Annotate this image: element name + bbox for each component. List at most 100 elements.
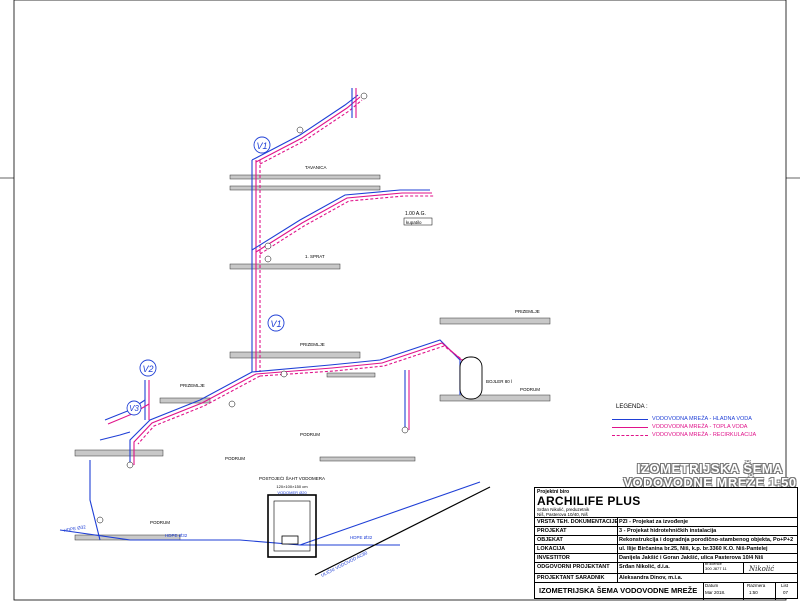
tb-key-investitor: INVESTITOR [537, 555, 570, 561]
sheet-title-line1: IZOMETRIJSKA ŠEMA [637, 461, 783, 476]
boiler-label: BOJLER 80 l [486, 379, 512, 384]
label-podrum-d: PODRUM [300, 432, 320, 437]
riser-label-v3: V3 [129, 404, 139, 413]
tb-val-vrsta: PZI - Projekat za izvođenje [619, 519, 689, 525]
riser-marker-v3: V3 [126, 400, 142, 416]
biro-sub2: Niš, Pasterova 10/40, Niš [537, 512, 588, 517]
label-tavan: TAVANICA [305, 165, 327, 170]
boiler-tank [459, 356, 483, 400]
tb-row-drawing: IZOMETRIJSKA ŠEMA VODOVODNE MREŽE Datum … [535, 582, 797, 600]
biro-label: Projektni biro [537, 489, 570, 495]
tb-signature: Nikolić [749, 565, 775, 573]
slab-tavan [229, 174, 381, 180]
slab-sprat [229, 263, 341, 270]
slab-prizemlje-small [326, 372, 376, 378]
street-main [314, 486, 491, 576]
biro-sub1: Srđan Nikolić, preduzetnik [537, 507, 590, 512]
sheet-title-line2: VODOVODNE MREŽE 1:50 [623, 475, 797, 490]
legend-heading: LEGENDA : [616, 404, 648, 410]
label-sprat: 1. SPRAT [305, 254, 325, 259]
branch-top-hot [255, 96, 361, 163]
tb-row-projekat: PROJEKAT 3 - Projekat hidrotehničkih ins… [535, 526, 797, 536]
riser-marker-v1-top: V1 [253, 136, 271, 154]
tb-razmera-label: Razmera [747, 583, 766, 588]
label-podrum-b: PODRUM [150, 520, 170, 525]
tb-row-objekat: OBJEKAT Rekonstrukcija i dogradnja porod… [535, 535, 797, 545]
run-left-hot [133, 373, 257, 465]
riser-label-v1-top: V1 [256, 141, 267, 151]
legend-item-hot: VODOVODNA MREŽA - TOPLA VODA [612, 424, 762, 430]
tb-row-lokacija: LOKACIJA ul. Ilije Birčanina br.25, Niš,… [535, 544, 797, 554]
pipe-nodes [96, 92, 409, 524]
slab-tavan-2 [229, 185, 381, 191]
biro-name: ARCHILIFE PLUS [537, 494, 641, 508]
tb-key-saradnik: PROJEKTANT SARADNIK [537, 575, 605, 581]
tb-drawing-name: IZOMETRIJSKA ŠEMA VODOVODNE MREŽE [539, 586, 698, 595]
riser-label-v1-mid: V1 [270, 319, 281, 329]
riser-marker-v1-mid: V1 [267, 314, 285, 332]
tb-key-lokacija: LOKACIJA [537, 546, 566, 552]
legend-item-recirc: VODOVODNA MREŽA - RECIRKULACIJA [612, 432, 762, 438]
floor-slabs [74, 174, 551, 541]
sheet-border [13, 0, 787, 601]
aq-label-box [403, 217, 433, 226]
tb-key-projekat: PROJEKAT [537, 528, 567, 534]
legend-label-recirc: VODOVODNA MREŽA - RECIRKULACIJA [652, 432, 757, 438]
hdpe-labels: HDPE Ø32 HDPE Ø32 HDPE Ø32 [63, 524, 372, 540]
legend-label-cold: VODOVODNA MREŽA - HLADNA VODA [652, 416, 752, 422]
tb-val-projekat: 3 - Projekat hidrotehničkih instalacija [619, 528, 717, 534]
hdpe-label-1: HDPE Ø32 [165, 533, 188, 538]
hdpe-label-3: HDPE Ø32 [63, 524, 86, 533]
title-block: Projektni biro ARCHILIFE PLUS Srđan Niko… [534, 487, 798, 600]
tb-list-val: 07 [783, 590, 789, 595]
branch-sprat-hot [255, 192, 432, 253]
label-podrum-c: PODRUM [225, 456, 245, 461]
supply-main-cold [59, 529, 301, 546]
legend-swatch-hot [612, 427, 648, 428]
slab-podrum-right [439, 394, 551, 402]
tb-val-odgovorni: Srđan Nikolić, d.i.a. [619, 564, 670, 570]
supply-riser-cold [89, 460, 101, 541]
supply-to-street [299, 481, 481, 546]
street-label: ULIČNI VODOVOD AC80 [320, 549, 369, 578]
legend-label-hot: VODOVODNA MREŽA - TOPLA VODA [652, 424, 748, 430]
tb-val-objekat: Rekonstrukcija i dogradnja porodično-sta… [619, 537, 794, 543]
tb-razmera-val: 1:50 [749, 590, 758, 595]
tb-key-vrsta: VRSTA TEH. DOKUMENTACIJE [537, 519, 619, 525]
well-inner [273, 500, 311, 552]
label-prizemlje-a: PRIZEMLJE [300, 342, 325, 347]
well-title: POSTOJEĆI ŠAHT VODOMERA [259, 475, 325, 481]
tb-datum-val: Mar 2018. [705, 590, 726, 595]
boiler: BOJLER 80 l [459, 356, 512, 400]
hdpe-label-2: HDPE Ø32 [350, 535, 373, 540]
run-left-recirc [137, 375, 261, 445]
sheet-title: IZOMETRIJSKA ŠEMA VODOVODNE MREŽE 1:50 [622, 462, 798, 490]
slab-prizemlje-right [439, 317, 551, 325]
well-meter: VODOMER Ø20 [277, 490, 307, 495]
tb-row-saradnik: PROJEKTANT SARADNIK Aleksandra Dinov, m.… [535, 573, 797, 583]
well-outer [267, 494, 317, 558]
tb-row-odgovorni: ODGOVORNI PROJEKTANT Srđan Nikolić, d.i.… [535, 562, 797, 574]
riser-marker-v2: V2 [139, 359, 157, 377]
meter-well: POSTOJEĆI ŠAHT VODOMERA 120×100×150 cm V… [259, 475, 325, 558]
tb-licenca: br.licence 300 J877 11 [705, 562, 727, 571]
riser-markers: V1 V1 V2 V3 [126, 136, 285, 416]
slab-prizemlje-mid [229, 351, 361, 359]
tb-val-lokacija: ul. Ilije Birčanina br.25, Niš, k.p. br.… [619, 546, 768, 552]
run-left-cold [129, 371, 253, 465]
well-dims: 120×100×150 cm [276, 484, 308, 489]
legend-swatch-cold [612, 419, 648, 420]
tb-val-saradnik: Aleksandra Dinov, m.i.a. [619, 575, 683, 581]
tb-list-label: List [781, 583, 789, 588]
label-prizemlje-c: PRIZEMLJE [180, 383, 205, 388]
label-podrum-a: PODRUM [520, 387, 540, 392]
run-prizemlje-recirc [259, 345, 469, 377]
slab-podrum-left [74, 449, 164, 457]
aq-label: kupatilo [406, 220, 422, 225]
riser-label-v2: V2 [142, 364, 153, 374]
tb-row-investitor: INVESTITOR Danijela Jakšić i Goran Jakši… [535, 553, 797, 563]
aq-top: 1.00 A.G. [405, 211, 426, 217]
tb-row-vrsta: VRSTA TEH. DOKUMENTACIJE PZI - Projekat … [535, 517, 797, 527]
